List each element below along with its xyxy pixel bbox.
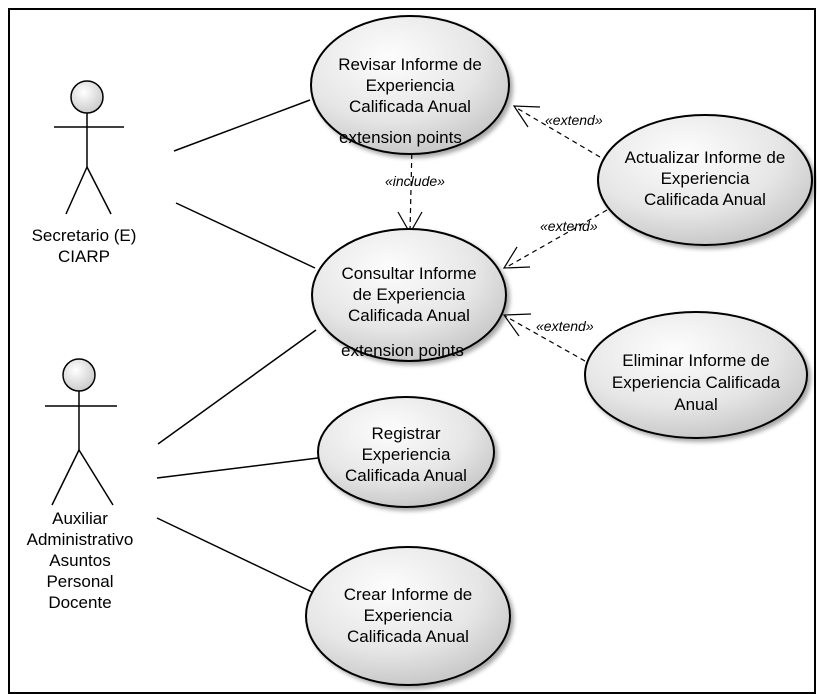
actor-label-line-3: Asuntos [49, 551, 110, 570]
actor-leg-right [78, 449, 114, 506]
assoc-auxiliar-registrar [156, 457, 319, 479]
extend-line-actualizar-consultar [504, 209, 608, 269]
assoc-secretario-revisar [173, 99, 311, 152]
use-case-ellipse [597, 114, 813, 246]
assoc-secretario-consultar [175, 202, 316, 269]
use-case-ellipse [584, 311, 808, 439]
include-label: «include» [385, 173, 445, 189]
use-case-crear[interactable]: Crear Informe de Experiencia Calificada … [305, 546, 511, 686]
actor-head-icon [70, 80, 104, 114]
use-case-label-line-3: Calificada Anual [644, 190, 766, 209]
actor-secretario[interactable]: Secretario (E) CIARP [32, 80, 137, 266]
use-case-ellipse [310, 15, 510, 155]
use-case-label-line-2: Experiencia Calificada [612, 373, 781, 392]
extend-label-2: «extend» [540, 218, 598, 234]
use-case-registrar[interactable]: Registrar Experiencia Calificada Anual [317, 396, 495, 508]
use-case-label-line-3: Calificada Anual [347, 627, 469, 646]
use-case-label-line-1: Consultar Informe [341, 264, 476, 283]
actor-label-line-2: Administrativo [27, 530, 134, 549]
actor-label-line-4: Personal [46, 572, 113, 591]
use-case-label-line-3: Anual [674, 395, 717, 414]
extend-line-actualizar-revisar [514, 106, 601, 158]
use-case-actualizar[interactable]: Actualizar Informe de Experiencia Califi… [597, 114, 813, 246]
actor-label-line-2: CIARP [58, 247, 110, 266]
diagram-frame [8, 8, 816, 694]
assoc-auxiliar-crear [156, 517, 313, 593]
extend-arrowhead-revisar [512, 105, 541, 128]
use-case-label-line-2: Experiencia [364, 606, 453, 625]
include-line [409, 144, 413, 233]
extension-points-label: extension points [341, 341, 464, 360]
actor-auxiliar[interactable]: Auxiliar Administrativo Asuntos Personal… [27, 358, 134, 612]
actor-leg-left [51, 449, 80, 506]
extension-points-label: extension points [339, 128, 462, 147]
use-case-label-line-2: Experiencia [362, 445, 451, 464]
use-case-label-line-3: Calificada Anual [349, 97, 471, 116]
use-case-label-line-3: Calificada Anual [348, 306, 470, 325]
actor-label-line-1: Secretario (E) [32, 226, 137, 245]
use-case-label-line-2: Experiencia [661, 169, 750, 188]
assoc-auxiliar-consultar [157, 329, 317, 445]
use-case-label-line-1: Actualizar Informe de [625, 148, 786, 167]
use-case-consultar[interactable]: Consultar Informe de Experiencia Calific… [311, 228, 507, 362]
extend-label-3: «extend» [536, 318, 594, 334]
use-case-label-line-1: Revisar Informe de [338, 55, 482, 74]
use-case-label-line-1: Eliminar Informe de [622, 351, 769, 370]
use-case-eliminar[interactable]: Eliminar Informe de Experiencia Califica… [584, 311, 808, 439]
use-case-ellipse [311, 228, 507, 362]
actor-leg-right [86, 166, 112, 215]
extend-arrowhead-eliminar [502, 313, 532, 337]
use-case-label-line-3: Calificada Anual [345, 466, 467, 485]
use-case-ellipse [317, 396, 495, 508]
use-case-label-line-2: Experiencia [366, 76, 455, 95]
use-case-label-line-1: Crear Informe de [344, 585, 473, 604]
use-case-revisar[interactable]: Revisar Informe de Experiencia Calificad… [310, 15, 510, 155]
use-case-ellipse [305, 546, 511, 686]
actor-label-line-1: Auxiliar [52, 509, 108, 528]
actor-label-line-5: Docente [48, 593, 111, 612]
use-case-label-line-2: de Experiencia [353, 285, 466, 304]
use-case-label-line-1: Registrar [372, 424, 441, 443]
extend-label-1: «extend» [545, 112, 603, 128]
extend-arrowhead-consultar [502, 246, 531, 269]
extend-line-eliminar-consultar [504, 315, 586, 362]
actor-leg-left [65, 166, 88, 215]
actor-head-icon [62, 358, 96, 392]
